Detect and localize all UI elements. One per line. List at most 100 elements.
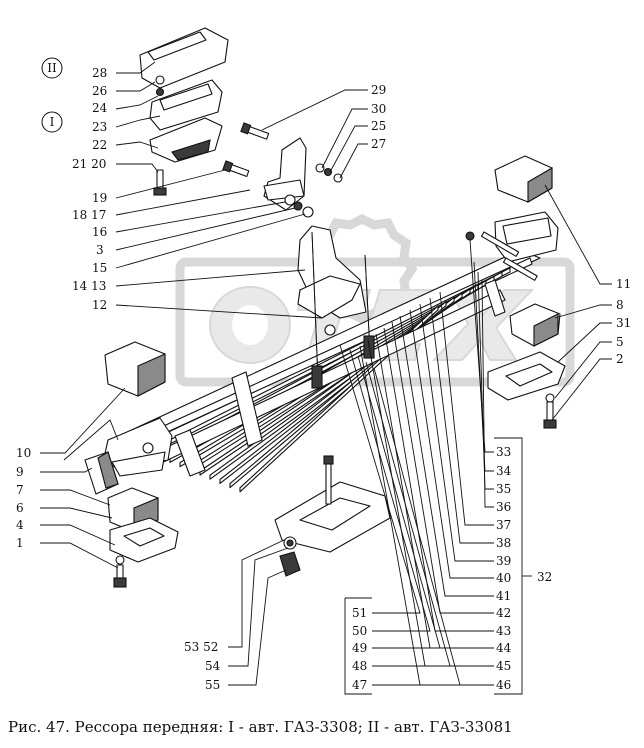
label-2: 2	[616, 352, 624, 366]
label-19: 19	[92, 191, 107, 205]
label-38: 38	[496, 536, 511, 550]
leader-line	[349, 349, 431, 632]
label-51: 51	[352, 606, 367, 620]
leader-line	[551, 358, 612, 421]
leader-line	[473, 261, 494, 472]
label-34: 34	[496, 464, 512, 478]
leader-line	[544, 184, 612, 285]
rubber-pad-11	[494, 155, 553, 203]
label-15: 15	[92, 261, 107, 275]
label-29: 29	[371, 83, 386, 97]
rear-spring-eye	[494, 211, 559, 263]
label-12: 12	[92, 298, 107, 312]
leader-line	[116, 61, 156, 74]
leader-line	[469, 239, 494, 453]
leaf-clamps	[174, 279, 506, 477]
label-9: 9	[16, 465, 24, 479]
leader-line	[40, 542, 119, 569]
label-40: 40	[496, 571, 511, 585]
label-33: 33	[496, 445, 511, 459]
variant-mark-i-text: I	[50, 115, 55, 129]
variant-mark-ii-text: II	[47, 61, 57, 75]
label-39: 39	[496, 554, 511, 568]
label-42: 42	[496, 606, 511, 620]
leader-line	[116, 163, 159, 173]
label-45: 45	[496, 659, 511, 673]
label-35: 35	[496, 482, 511, 496]
label-31: 31	[616, 316, 631, 330]
label-23: 23	[92, 120, 107, 134]
label-37: 37	[496, 518, 511, 532]
label-8: 8	[616, 298, 624, 312]
leader-line	[391, 321, 494, 614]
leader-line	[329, 125, 368, 173]
label-6: 6	[16, 501, 24, 515]
label-54: 54	[205, 659, 221, 673]
label-50: 50	[352, 624, 367, 638]
label-28: 28	[92, 66, 107, 80]
label-21-20: 21 20	[72, 157, 106, 171]
label-30: 30	[371, 102, 386, 116]
leader-line	[115, 269, 306, 287]
leader-line	[115, 201, 286, 233]
label-22: 22	[92, 138, 107, 152]
leader-line	[228, 569, 287, 686]
label-26: 26	[92, 84, 107, 98]
leader-lines	[40, 61, 612, 686]
leader-line	[372, 367, 461, 686]
label-11: 11	[616, 277, 631, 291]
lower-pad-plate	[274, 481, 391, 553]
leader-line	[481, 279, 494, 508]
leader-line	[115, 115, 161, 128]
label-48: 48	[352, 659, 367, 673]
rubber-pad-10	[104, 341, 166, 397]
leader-line	[115, 169, 226, 199]
leader-line	[557, 322, 612, 363]
leader-line	[399, 315, 494, 597]
part-labels: 28 26 24 23 22 21 20 19 18 17 16 3 15 14…	[16, 66, 631, 692]
leader-line	[357, 355, 441, 649]
group-bracket-32	[344, 437, 532, 695]
leader-line	[40, 387, 126, 454]
leader-line	[554, 341, 612, 399]
label-5: 5	[616, 335, 624, 349]
support-plate-31	[487, 351, 566, 401]
leader-line	[339, 344, 421, 614]
label-44: 44	[496, 641, 512, 655]
leader-line	[40, 489, 111, 506]
label-36: 36	[496, 500, 511, 514]
rubber-pad-9	[84, 451, 119, 495]
variant-mark-ii: II	[41, 57, 63, 79]
label-25: 25	[371, 119, 386, 133]
label-53-52: 53 52	[184, 640, 218, 654]
rubber-pad-8	[509, 303, 561, 347]
leader-line	[554, 304, 612, 319]
front-spring-eye	[103, 417, 173, 477]
label-18-17: 18 17	[72, 208, 106, 222]
label-24: 24	[92, 101, 108, 115]
leader-line	[40, 524, 116, 546]
leader-line	[116, 81, 156, 92]
label-16: 16	[92, 225, 107, 239]
leader-line	[40, 507, 113, 519]
leader-line	[409, 309, 494, 579]
label-47: 47	[352, 678, 367, 692]
label-41: 41	[496, 589, 511, 603]
leader-line	[115, 207, 296, 251]
figure-caption: Рис. 47. Рессора передняя: I - авт. ГАЗ-…	[8, 718, 513, 736]
leader-line	[261, 89, 368, 131]
leader-line	[419, 303, 494, 562]
label-32: 32	[537, 570, 552, 584]
label-27: 27	[371, 137, 386, 151]
leader-line	[115, 304, 323, 319]
leader-line	[115, 189, 251, 216]
label-1: 1	[16, 536, 24, 550]
label-46: 46	[496, 678, 511, 692]
leader-line	[339, 143, 368, 179]
buffer-stack-22-28	[139, 27, 229, 163]
leader-line	[228, 539, 285, 648]
leader-line	[115, 95, 159, 110]
leader-line	[115, 213, 306, 269]
leader-line	[429, 297, 494, 544]
